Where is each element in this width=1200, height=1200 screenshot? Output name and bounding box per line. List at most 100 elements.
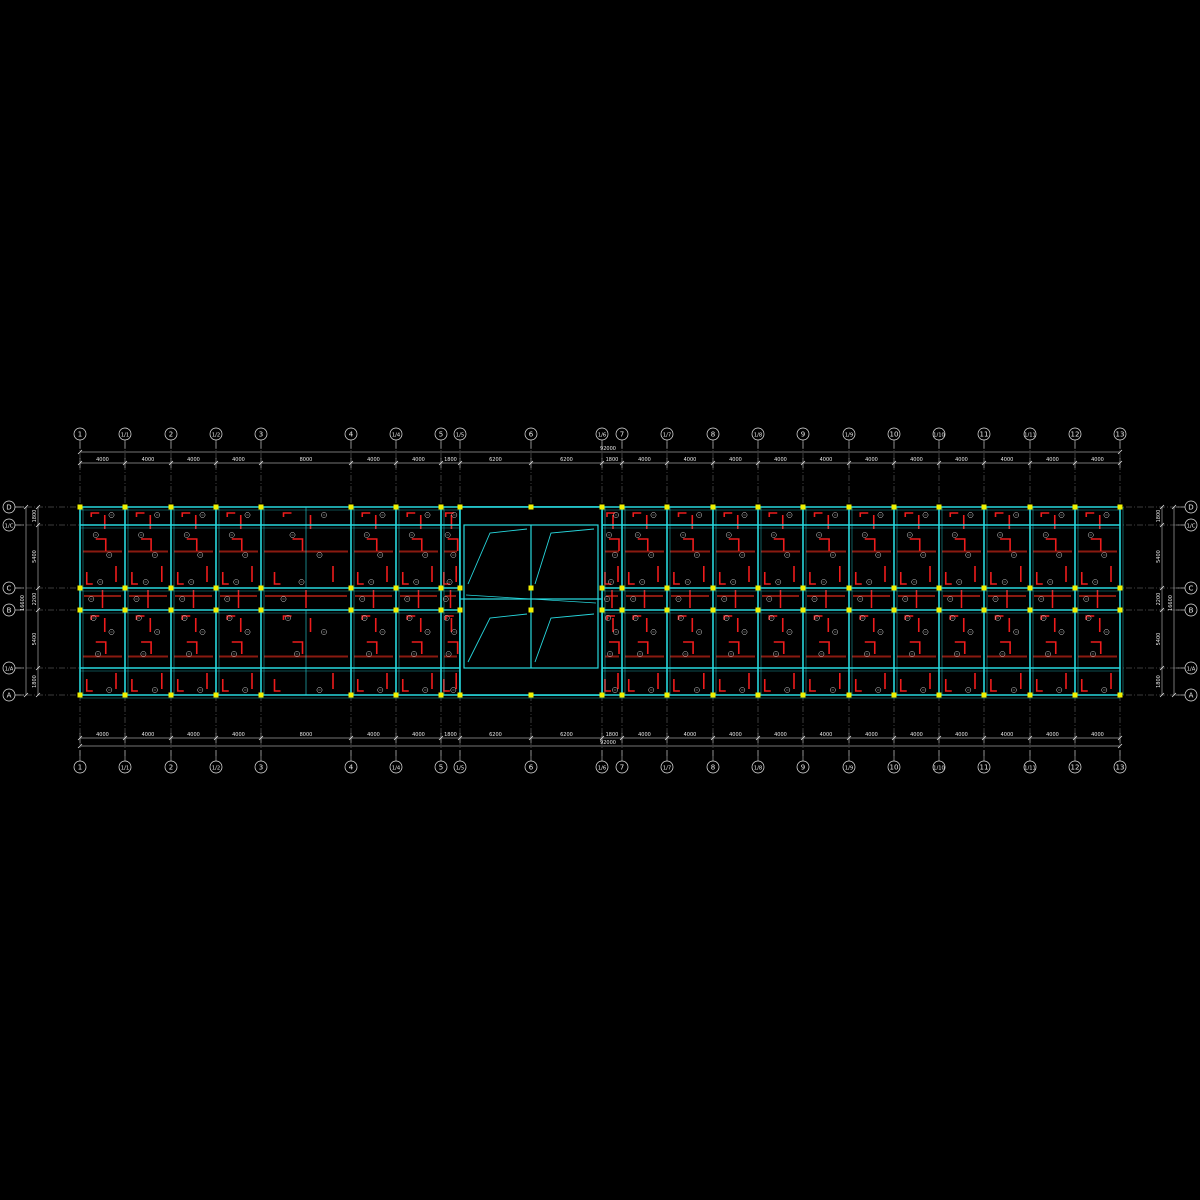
axis-bubble-top: 4 <box>344 427 358 449</box>
dim-text: 4000 <box>232 457 245 463</box>
slab-mark <box>997 532 1003 538</box>
top-rebar-hook <box>1085 615 1095 620</box>
slab-mark <box>450 552 457 558</box>
column <box>981 585 987 591</box>
slab-mark <box>135 615 142 621</box>
top-rebar-hook <box>768 615 778 620</box>
axis-label: 11 <box>980 764 989 772</box>
top-rebar-hook <box>773 641 785 654</box>
dim-tick <box>1171 504 1177 510</box>
support-rebar <box>944 679 952 692</box>
top-rebar-hook <box>723 615 733 620</box>
axis-label: 3 <box>259 431 263 439</box>
axis-label: 6 <box>529 764 534 772</box>
axis-bubble-circle <box>164 427 178 441</box>
column <box>981 504 987 510</box>
slab-mark <box>820 579 827 585</box>
support-rebar <box>627 572 635 585</box>
axis-bubble-bottom: 1 <box>73 750 87 774</box>
axis-bubble-top: 1/11 <box>1023 427 1037 449</box>
axis-bubble-circle <box>1184 603 1198 617</box>
axis-label: 1/1 <box>121 766 129 772</box>
top-rebar-hook <box>231 641 243 654</box>
slab-mark <box>140 651 147 657</box>
axis-label: 10 <box>890 431 899 439</box>
axis-label: 1/9 <box>845 433 853 439</box>
slab-mark <box>106 552 113 558</box>
dim-text-v: 2200 <box>1156 593 1162 606</box>
slab-mark <box>142 579 149 585</box>
slab-mark <box>404 596 411 602</box>
axis-bubble-bottom: 13 <box>1113 750 1127 774</box>
support-rebar <box>990 679 997 692</box>
axis-bubble-bottom: 1/11 <box>1023 750 1037 774</box>
top-rebar-hook <box>677 512 687 517</box>
dim-text: 8000 <box>300 732 313 738</box>
dim-tick <box>1171 692 1177 698</box>
axis-label: C <box>7 585 12 593</box>
axis-label: 1/11 <box>1024 433 1036 439</box>
support-rebar <box>990 572 997 585</box>
axis-bubble-top: 1/4 <box>389 427 403 449</box>
axis-bubble-top: 7 <box>615 427 629 449</box>
slab-mark <box>321 629 327 635</box>
top-rebar-hook <box>819 641 830 654</box>
top-rebar-hook <box>994 512 1004 517</box>
support-rebar <box>1035 679 1043 692</box>
slab-mark <box>186 651 192 657</box>
axis-label: 1/10 <box>933 433 945 439</box>
axis-bubble-bottom: 2 <box>164 750 178 774</box>
top-rebar-hook <box>444 615 454 620</box>
dim-text: 1800 <box>606 732 619 738</box>
column <box>710 692 716 698</box>
axis-bubble-top: 1/6 <box>595 427 609 449</box>
column <box>1117 585 1123 591</box>
slab-mark <box>739 552 746 558</box>
column <box>122 607 128 613</box>
axis-label: 8 <box>711 764 715 772</box>
axis-label: 1/7 <box>663 433 671 439</box>
column <box>258 504 264 510</box>
slab-mark <box>1042 532 1049 538</box>
column <box>438 692 444 698</box>
top-rebar-hook <box>864 538 876 551</box>
column <box>981 607 987 613</box>
dim-tick <box>77 743 83 749</box>
dim-text: 4000 <box>187 457 200 463</box>
top-rebar-hook <box>1085 512 1095 517</box>
slab-mark <box>97 579 104 585</box>
axis-bubble-circle <box>751 427 765 441</box>
dim-text: 4000 <box>955 732 968 738</box>
support-rebar <box>401 679 409 692</box>
axis-label: 13 <box>1116 431 1125 439</box>
slab-mark <box>967 512 974 518</box>
axis-label: 1/10 <box>933 766 945 772</box>
stair-flight <box>465 594 597 604</box>
dim-text: 6200 <box>560 732 573 738</box>
column <box>599 607 605 613</box>
column <box>77 692 83 698</box>
axis-bubble-top: 13 <box>1113 427 1127 449</box>
top-rebar-hook <box>1090 538 1102 551</box>
slab-mark <box>321 512 327 518</box>
top-rebar-hook <box>186 538 198 551</box>
support-rebar <box>899 572 907 585</box>
top-rebar-hook <box>1045 538 1057 551</box>
top-rebar-hook <box>141 641 152 654</box>
axis-bubble-top: 10 <box>887 427 901 449</box>
column <box>122 692 128 698</box>
axis-bubble-circle <box>1068 427 1082 441</box>
column <box>619 504 625 510</box>
slab-mark <box>1001 579 1008 585</box>
axis-bubble-circle <box>1184 581 1198 595</box>
slab-mark <box>244 629 251 635</box>
support-rebar <box>85 572 93 585</box>
slab-mark <box>904 615 911 621</box>
slab-mark <box>675 596 682 602</box>
slab-mark <box>231 651 237 657</box>
dim-tick <box>1159 692 1165 698</box>
stair-flight <box>534 613 595 663</box>
top-rebar-hook <box>819 538 830 551</box>
axis-bubble-circle <box>389 427 403 441</box>
